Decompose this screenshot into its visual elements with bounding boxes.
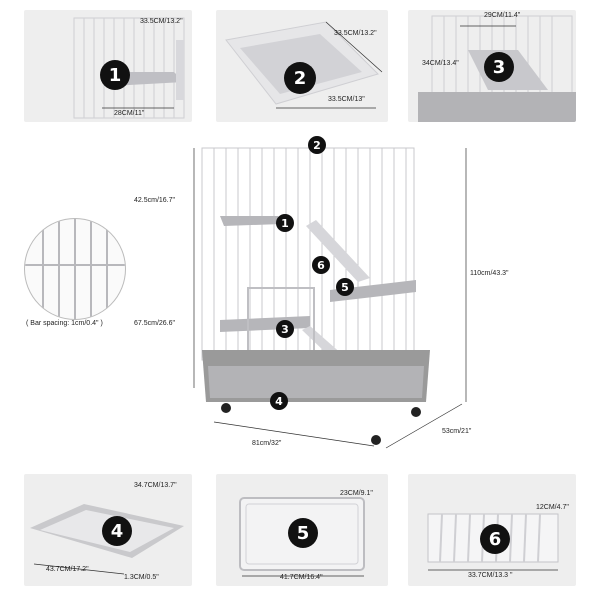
bar-spacing-detail <box>24 218 126 320</box>
dimension-label: 33.5CM/13.2" <box>334 30 377 37</box>
detail-panel-ramp: 3 29CM/11.4" 34CM/13.4" <box>408 10 576 122</box>
dimension-label: 28CM/11" <box>114 110 145 117</box>
detail-panel-platform: 1 33.5CM/13.2" 28CM/11" <box>24 10 192 122</box>
dimension-label: 23CM/9.1" <box>340 490 373 497</box>
platform-lower <box>220 316 310 332</box>
detail-panel-tray: 4 34.7CM/13.7" 43.7CM/17.2" 1.3CM/0.5" <box>24 474 192 586</box>
callout-badge: 5 <box>288 518 318 548</box>
dimension-label: 33.5CM/13" <box>328 96 365 103</box>
callout-badge: 4 <box>102 516 132 546</box>
callout-badge: 5 <box>336 278 354 296</box>
callout-badge: 1 <box>276 214 294 232</box>
dimension-label: 41.7CM/16.4" <box>280 574 323 581</box>
cage-illustration <box>193 147 467 449</box>
bar-spacing-label: ( Bar spacing: 1cm/0.4" ) <box>26 320 103 327</box>
callout-badge: 6 <box>312 256 330 274</box>
callout-badge: 6 <box>480 524 510 554</box>
ramp-upper <box>306 220 370 282</box>
dimension-label: 1.3CM/0.5" <box>124 574 159 581</box>
main-cage: 1 2 3 4 5 6 <box>190 130 490 470</box>
dimension-label: 12CM/4.7" <box>536 504 569 511</box>
dimension-label: 43.7CM/17.2" <box>46 566 89 573</box>
callout-badge: 2 <box>284 62 316 94</box>
dimension-label-lower: 67.5cm/26.6" <box>134 320 176 327</box>
callout-badge: 2 <box>308 136 326 154</box>
dimension-label: 33.7CM/13.3 " <box>468 572 513 579</box>
dimension-label: 34.7CM/13.7" <box>134 482 177 489</box>
dimension-label: 33.5CM/13.2" <box>140 18 183 25</box>
dimension-label: 34CM/13.4" <box>422 60 459 67</box>
wire-grid-closeup <box>25 219 125 319</box>
dimension-label-upper: 42.5cm/16.7" <box>134 197 176 204</box>
callout-badge: 4 <box>270 392 288 410</box>
dimension-label-height: 110cm/43.3" <box>470 270 509 277</box>
dimension-label-width: 81cm/32" <box>252 440 282 447</box>
detail-panel-ladder: 6 12CM/4.7" 33.7CM/13.3 " <box>408 474 576 586</box>
platform-middle <box>330 280 416 302</box>
detail-panel-roof: 2 33.5CM/13.2" 33.5CM/13" <box>216 10 388 122</box>
callout-badge: 1 <box>100 60 130 90</box>
callout-badge: 3 <box>484 52 514 82</box>
dimension-label: 29CM/11.4" <box>484 12 521 19</box>
dimension-label-depth: 53cm/21" <box>442 428 472 435</box>
platform-upper <box>220 216 282 226</box>
callout-badge: 3 <box>276 320 294 338</box>
detail-panel-shelf: 5 23CM/9.1" 41.7CM/16.4" <box>216 474 388 586</box>
